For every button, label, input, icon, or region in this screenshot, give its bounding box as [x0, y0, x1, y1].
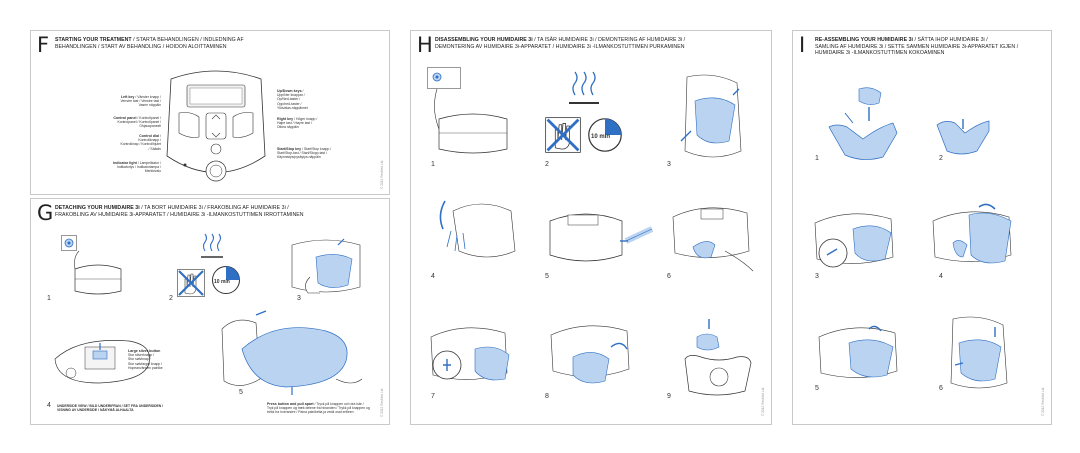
step4-caption: UNDERSIDE VIEW / BILD UNDERIFRAN / SET F…	[57, 404, 164, 413]
label-right-key: Right key / Höger knapp / Højre tast / H…	[277, 117, 318, 130]
remove-tub-illustration	[291, 238, 361, 294]
step-number: 5	[239, 389, 243, 396]
tub-parts-illustration	[684, 319, 752, 396]
section-title: DISASSEMBLING YOUR HUMIDAIRE 3i / TA ISÄ…	[435, 37, 686, 50]
attach-device-illustration	[950, 316, 1008, 389]
step-number: 2	[939, 155, 943, 162]
label-large-silver-button: Large silver button Stor silverknapp /St…	[128, 349, 163, 370]
step-number: 9	[667, 393, 671, 400]
copyright: © 2012 ResMed Ltd	[1041, 387, 1045, 416]
step-number: 2	[169, 295, 173, 302]
step-number: 1	[815, 155, 819, 162]
copyright: © 2012 ResMed Ltd	[761, 387, 765, 416]
device-side-icon	[434, 88, 508, 154]
step-number: 3	[815, 273, 819, 280]
label-control-panel: Control panel / Kontrollpanel / Kontrolp…	[113, 116, 161, 129]
section-title: DETACHING YOUR HUMIDAIRE 3i / TA BORT HU…	[55, 205, 304, 218]
heat-waves-icon	[201, 233, 223, 258]
step-number: 3	[297, 295, 301, 302]
timer-icon	[588, 118, 622, 152]
timer-icon	[212, 266, 240, 294]
timer-label: 10 min	[591, 134, 611, 140]
device-hose-illustration	[549, 213, 654, 262]
no-touch-hand-icon	[177, 269, 205, 297]
close-lid-illustration	[932, 203, 1012, 264]
copyright: © 2012 ResMed Ltd	[380, 160, 384, 189]
step-number: 3	[667, 161, 671, 168]
label-left-key: Left key / Vänster knapp / Venstre tast …	[120, 95, 161, 108]
step-number: 4	[431, 273, 435, 280]
label-press-pull: Press button and pull apart / Tryck på k…	[267, 402, 370, 415]
section-letter: G	[37, 201, 54, 225]
no-touch-hand-icon	[545, 117, 581, 153]
seal-fitted-illustration	[936, 119, 990, 155]
seal-insert-illustration	[828, 87, 898, 160]
label-updown-keys: Up/Down keys / Upp/Ner knappar /Op/Ned-t…	[277, 89, 308, 110]
step-number: 4	[47, 402, 51, 409]
lift-tub-illustration	[672, 207, 754, 272]
section-letter: H	[417, 33, 433, 57]
step-number: 6	[939, 385, 943, 392]
slide-tub-illustration	[818, 325, 898, 378]
label-indicator-light: Indicator light / Lampelikator / Indikat…	[113, 161, 161, 174]
label-start-stop-key: Start/Stop key / Start/Stop knapp / Star…	[277, 147, 332, 160]
step-number: 7	[431, 393, 435, 400]
section-letter: I	[799, 33, 806, 57]
step-number: 4	[939, 273, 943, 280]
device-side-icon	[74, 250, 122, 295]
step-number: 2	[545, 161, 549, 168]
underside-illustration	[54, 340, 150, 384]
step-number: 6	[667, 273, 671, 280]
insert-tub-illustration	[814, 213, 894, 268]
copyright: © 2012 ResMed Ltd	[380, 388, 384, 417]
open-lid-illustration	[430, 327, 510, 381]
step-number: 8	[545, 393, 549, 400]
panel-f: F STARTING YOUR TREATMENT / STARTA BEHAN…	[30, 30, 390, 195]
section-letter: F	[37, 33, 50, 57]
step-number: 5	[545, 273, 549, 280]
panel-i: I RE-ASSEMBLING YOUR HUMIDAIRE 3i / SÄTT…	[792, 30, 1052, 425]
press-pull-illustration	[221, 310, 363, 395]
panel-g: G DETACHING YOUR HUMIDAIRE 3i / TA BORT …	[30, 198, 390, 425]
section-title: STARTING YOUR TREATMENT / STARTA BEHANDL…	[55, 37, 244, 50]
pour-water-illustration	[439, 200, 516, 258]
separate-parts-illustration	[550, 325, 630, 384]
panel-h: H DISASSEMBLING YOUR HUMIDAIRE 3i / TA I…	[410, 30, 772, 425]
timer-label: 10 min	[214, 279, 230, 285]
step-number: 1	[47, 295, 51, 302]
heat-waves-icon	[569, 71, 599, 104]
remove-tub-illustration	[680, 74, 742, 158]
power-plug-icon	[61, 235, 77, 251]
section-title: RE-ASSEMBLING YOUR HUMIDAIRE 3i / SÄTTA …	[815, 37, 1019, 56]
step-number: 1	[431, 161, 435, 168]
device-illustration	[166, 70, 266, 182]
power-plug-icon	[427, 67, 461, 89]
step-number: 5	[815, 385, 819, 392]
label-control-dial: Control dial / Kontrollknapp /Kontrolkna…	[120, 134, 161, 151]
